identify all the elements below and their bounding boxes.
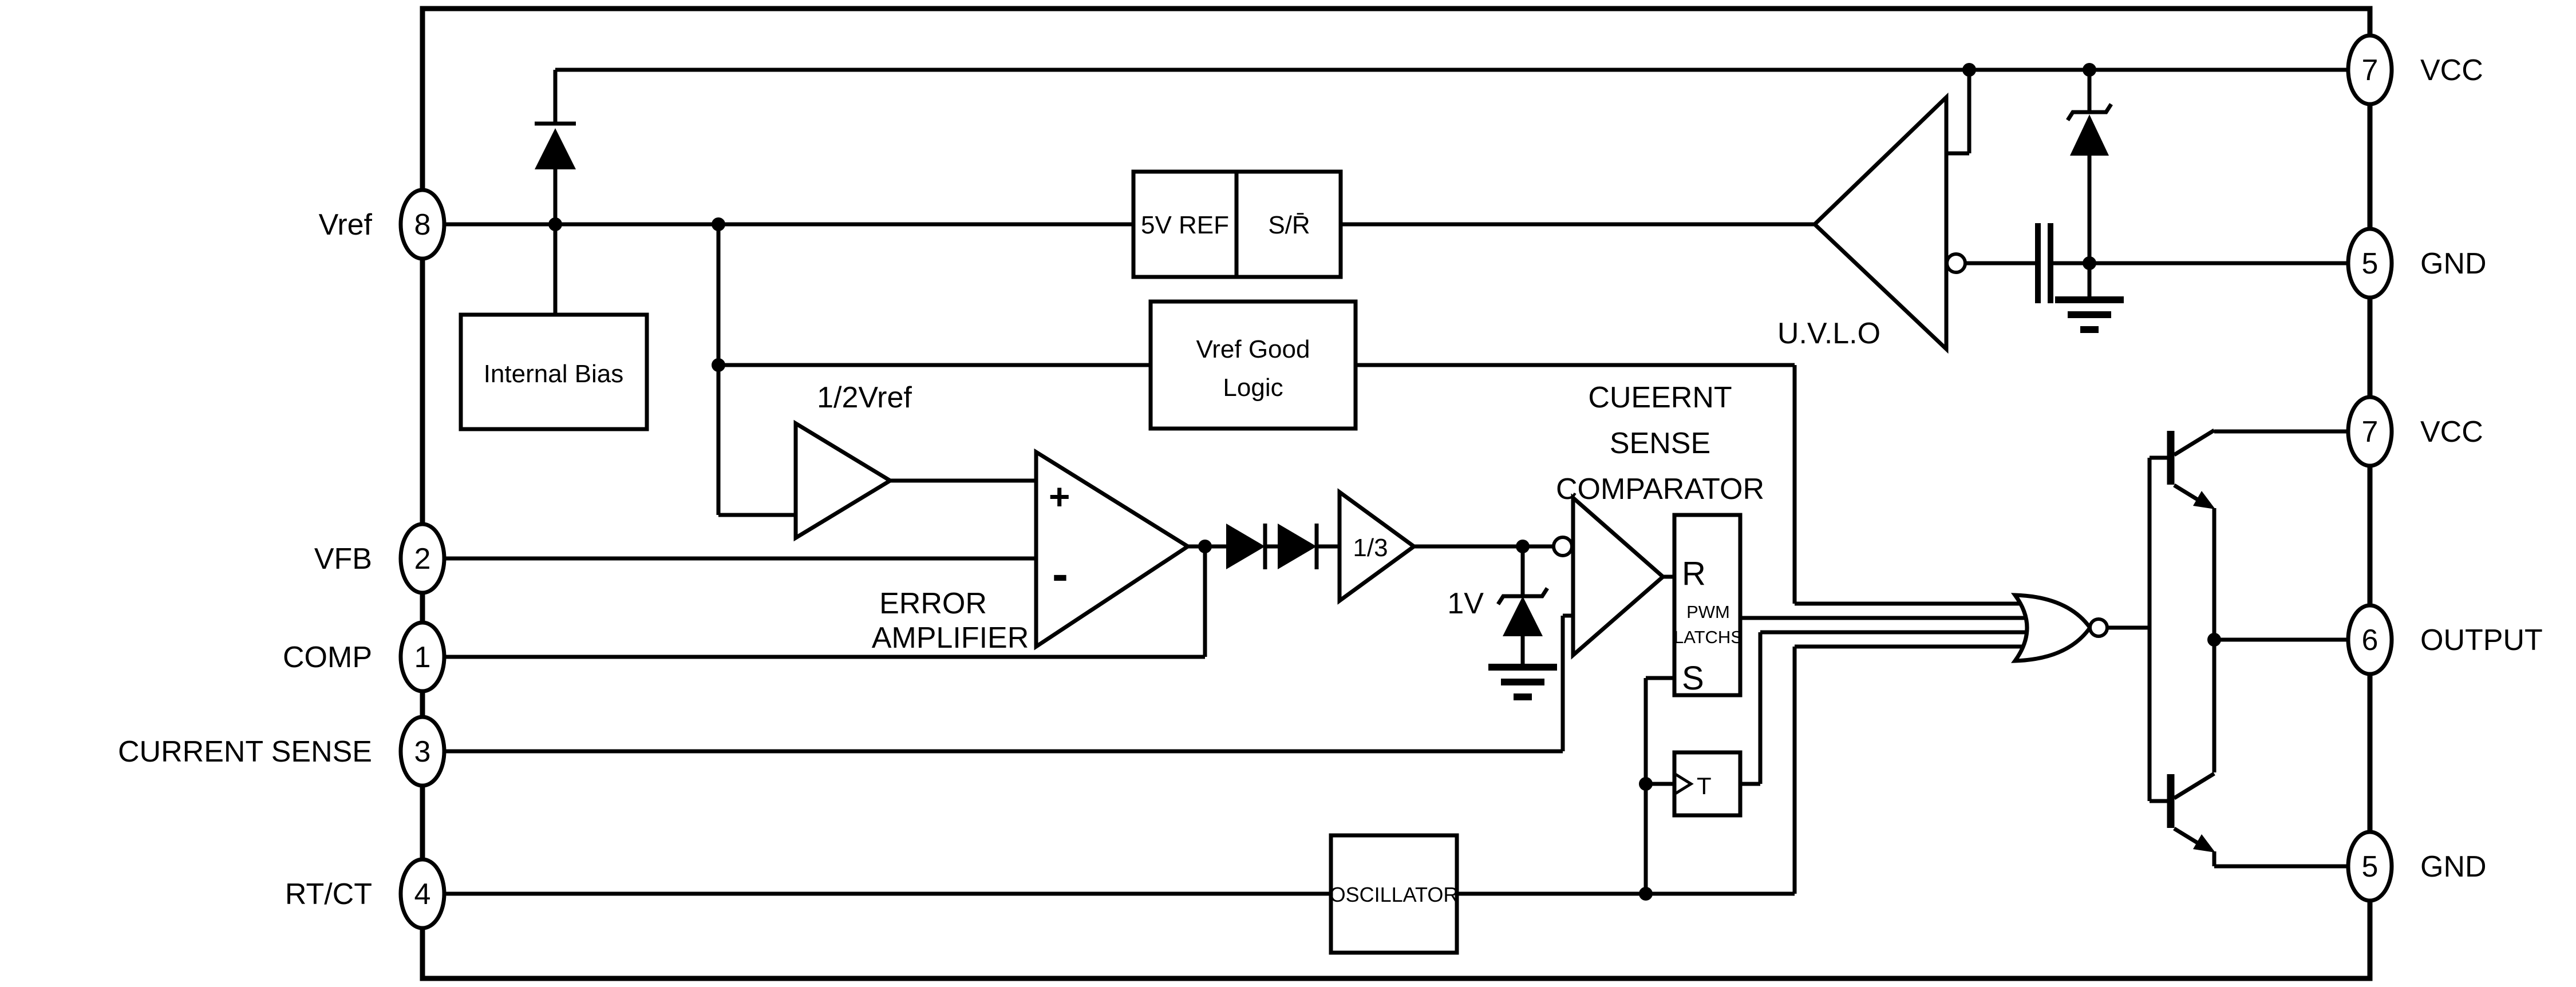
wire bbox=[2107, 455, 2171, 803]
current-sense-comparator-icon bbox=[1571, 493, 1666, 660]
pin-number: 2 bbox=[414, 542, 431, 576]
wire bbox=[2173, 827, 2349, 869]
minus-input-sign: - bbox=[1052, 547, 1068, 601]
wire bbox=[444, 546, 1207, 659]
half-vref-label: 1/2Vref bbox=[817, 381, 912, 414]
toggle-t-label: T bbox=[1697, 772, 1712, 799]
pin-label: COMP bbox=[283, 641, 372, 674]
pin-3-current-sense: 3 CURRENT SENSE bbox=[118, 715, 447, 788]
one-third-label: 1/3 bbox=[1353, 534, 1388, 562]
npn-transistor-icon bbox=[2167, 431, 2215, 509]
comparator-label-3: COMPARATOR bbox=[1556, 473, 1764, 506]
internal-bias-box bbox=[459, 312, 649, 431]
oscillator-box: OSCILLATOR bbox=[1329, 833, 1459, 955]
pin-6-output: 6 OUTPUT bbox=[2346, 603, 2543, 676]
pin-number: 1 bbox=[414, 641, 431, 674]
uvlo-label: U.V.L.O bbox=[1777, 317, 1880, 350]
pin-number: 8 bbox=[414, 208, 431, 241]
ground-icon bbox=[2055, 296, 2124, 333]
pin-1-comp: 1 COMP bbox=[283, 620, 447, 693]
inverter-bubble-icon bbox=[2088, 617, 2109, 638]
wire bbox=[1356, 363, 2023, 606]
comparator-label-1: CUEERNT bbox=[1588, 381, 1732, 414]
5v-ref-sr-box: 5V REF S/R̄ bbox=[1131, 169, 1343, 279]
nor-gate-icon bbox=[2010, 593, 2109, 663]
vref-good-label-2: Logic bbox=[1223, 374, 1283, 402]
internal-bias-label: Internal Bias bbox=[484, 360, 624, 388]
inverter-bubble-icon bbox=[1552, 536, 1574, 557]
inverter-bubble-icon bbox=[1945, 252, 1967, 274]
pin-5-gnd-bottom: 5 GND bbox=[2346, 830, 2487, 903]
wires bbox=[444, 68, 2349, 896]
pin-label: OUTPUT bbox=[2420, 624, 2543, 657]
pin-label: GND bbox=[2420, 850, 2487, 883]
pin-5-gnd-top: 5 GND bbox=[2346, 227, 2487, 300]
pin-label: VFB bbox=[314, 542, 372, 576]
wire bbox=[1946, 70, 1971, 156]
wire bbox=[1646, 630, 2033, 786]
wire bbox=[444, 644, 2023, 896]
plus-input-sign: + bbox=[1049, 476, 1070, 517]
pin-number: 5 bbox=[2362, 850, 2379, 883]
npn-transistor-icon bbox=[2167, 774, 2215, 853]
uvlo-comparator-icon bbox=[1811, 92, 1949, 354]
error-amplifier-icon bbox=[1034, 448, 1192, 651]
sr-latch-label: S/R̄ bbox=[1268, 211, 1310, 239]
toggle-flipflop-box: T bbox=[1672, 750, 1743, 818]
vref-good-label-1: Vref Good bbox=[1196, 335, 1310, 363]
ic-outline bbox=[420, 6, 2373, 981]
pwm-latch-label-2: LATCHS bbox=[1674, 627, 1743, 647]
vref-good-logic-box: Vref Good Logic bbox=[1148, 299, 1358, 431]
pwm-latch-s-label: S bbox=[1682, 660, 1704, 697]
wire bbox=[2173, 429, 2349, 457]
zener-diode-icon bbox=[2066, 103, 2113, 156]
diode-icon bbox=[1226, 524, 1267, 569]
pin-number: 7 bbox=[2362, 54, 2379, 87]
pin-2-vfb: 2 VFB bbox=[314, 522, 447, 595]
pin-number: 7 bbox=[2362, 415, 2379, 449]
pwm-latch-label-1: PWM bbox=[1686, 602, 1730, 622]
5v-ref-label: 5V REF bbox=[1141, 211, 1229, 239]
zener-diode-icon bbox=[1496, 587, 1549, 636]
oscillator-label: OSCILLATOR bbox=[1330, 883, 1459, 906]
pin-7-vcc-driver: 7 VCC bbox=[2346, 395, 2483, 468]
pin-4-rtct: 4 RT/CT bbox=[285, 857, 447, 930]
one-volt-label: 1V bbox=[1447, 587, 1484, 620]
junction-dots bbox=[548, 63, 2221, 901]
half-vref-buffer-icon bbox=[793, 419, 894, 542]
pwm-latch-r-label: R bbox=[1682, 555, 1706, 592]
diode-icon bbox=[1278, 524, 1319, 569]
pin-7-vcc-top: 7 VCC bbox=[2346, 33, 2483, 106]
error-amp-label-2: AMPLIFIER bbox=[872, 621, 1029, 655]
capacitor-icon bbox=[2035, 223, 2053, 303]
pin-8-vref: 8 Vref bbox=[319, 188, 447, 261]
pin-number: 4 bbox=[414, 878, 431, 911]
comparator-label-2: SENSE bbox=[1610, 427, 1710, 460]
pin-label: Vref bbox=[319, 208, 373, 241]
pin-label: RT/CT bbox=[285, 878, 372, 911]
pin-label: CURRENT SENSE bbox=[118, 735, 372, 768]
diode-icon bbox=[535, 121, 576, 169]
ground-icon bbox=[1488, 664, 1557, 700]
clock-input-icon bbox=[1673, 772, 1694, 796]
pin-number: 5 bbox=[2362, 247, 2379, 280]
pin-label: VCC bbox=[2420, 415, 2483, 449]
one-third-buffer-icon bbox=[1337, 488, 1417, 605]
pin-number: 3 bbox=[414, 735, 431, 768]
error-amp-label-1: ERROR bbox=[879, 587, 987, 620]
pwm-latch-box: R PWM LATCHS S bbox=[1672, 513, 1743, 697]
pin-label: GND bbox=[2420, 247, 2487, 280]
wire bbox=[2173, 772, 2215, 800]
pin-label: VCC bbox=[2420, 54, 2483, 87]
pin-number: 6 bbox=[2362, 624, 2379, 657]
